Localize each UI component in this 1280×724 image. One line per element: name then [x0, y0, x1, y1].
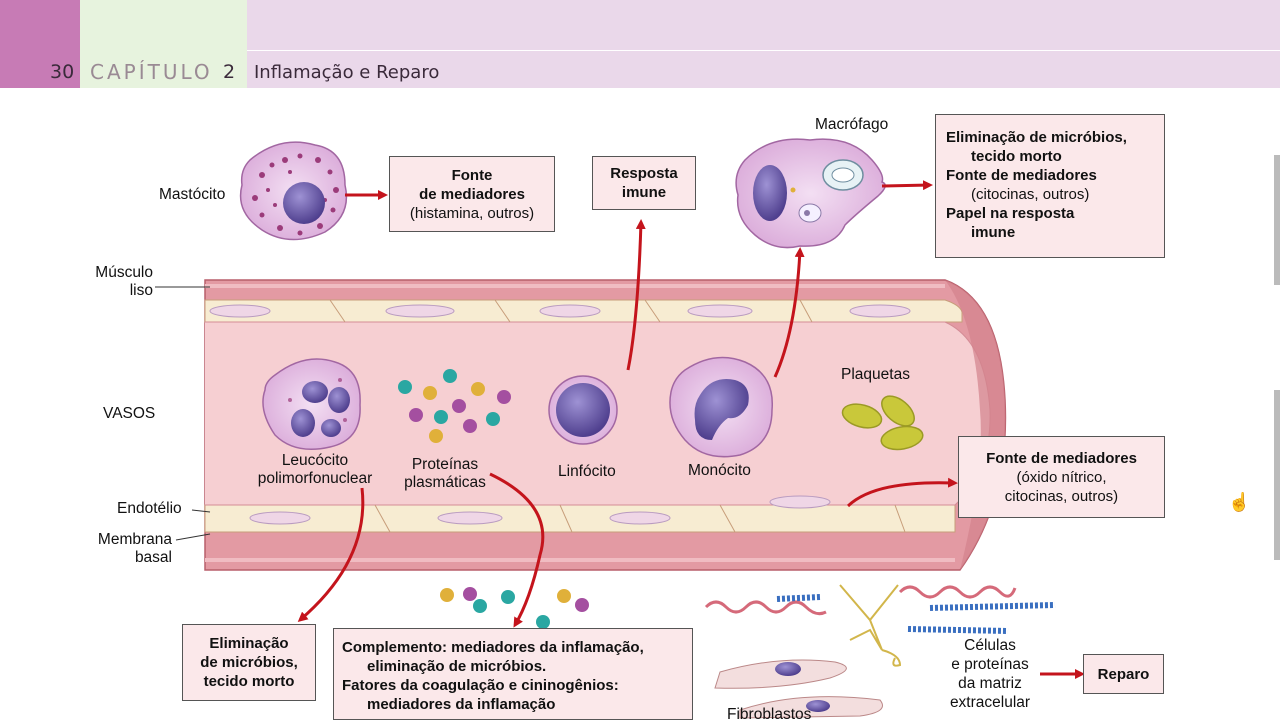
box-macrofago-line6: imune [971, 224, 1016, 241]
box-complemento-line1: Complemento: mediadores da inflamação, [342, 638, 692, 657]
plasma-proteins-graphic [398, 369, 511, 443]
page-header: 30 CAPÍTULO 2 Inflamação e Reparo [0, 0, 1280, 88]
box-endotelio-line1: Fonte de mediadores [986, 450, 1137, 467]
label-proteinas-line1: Proteínas [411, 456, 479, 473]
label-monocito: Monócito [688, 462, 751, 479]
header-divider [247, 50, 1280, 51]
box-complemento: Complemento: mediadores da inflamação, e… [333, 628, 693, 720]
box-endotelio-line2: (óxido nítrico, [1016, 469, 1107, 486]
box-resposta-imune: Resposta imune [592, 156, 696, 210]
chapter-title: Inflamação e Reparo [254, 62, 440, 83]
box-mastocito-line1: Fonte [451, 167, 493, 184]
box-eliminacao-line1: Eliminação [209, 635, 289, 652]
mast-cell-graphic [239, 141, 348, 241]
label-celulas-line4: extracelular [949, 694, 1031, 711]
label-mastocito: Mastócito [159, 186, 226, 203]
label-membrana-basal: Membrana basal [80, 531, 172, 567]
box-mastocito-mediadores: Fonte de mediadores (histamina, outros) [389, 156, 555, 232]
label-celulas-line1: Células [964, 637, 1016, 654]
box-reparo-line1: Reparo [1097, 666, 1150, 683]
chapter-word: CAPÍTULO [90, 60, 213, 84]
box-complemento-line4: mediadores da inflamação [367, 696, 556, 713]
label-plaquetas: Plaquetas [841, 366, 910, 383]
label-endotelio: Endotélio [117, 500, 182, 517]
box-endotelio-mediadores: Fonte de mediadores (óxido nítrico, cito… [958, 436, 1165, 518]
extravascular-proteins-graphic [440, 587, 589, 629]
hand-cursor-icon: ☝ [1228, 492, 1251, 512]
label-celulas-line3: da matriz [958, 675, 1022, 692]
box-complemento-line2: eliminação de micróbios. [367, 658, 547, 675]
box-complemento-term: Complemento [342, 639, 443, 656]
label-proteinas: Proteínas plasmáticas [390, 456, 500, 492]
monocyte-graphic [669, 356, 773, 458]
box-macrofago-line3: Fonte de mediadores [946, 167, 1097, 184]
box-resposta-line2: imune [621, 184, 667, 201]
box-macrofago-line4: (citocinas, outros) [971, 186, 1090, 203]
label-celulas-matriz: Células e proteínas da matriz extracelul… [935, 636, 1045, 712]
box-eliminacao-microbios: Eliminação de micróbios, tecido morto [182, 624, 316, 701]
box-macrofago-line5: Papel na resposta [946, 205, 1075, 222]
label-macrofago: Macrófago [815, 116, 889, 133]
leader-lines [155, 286, 211, 541]
label-musculo-line2: liso [129, 282, 153, 299]
box-reparo: Reparo [1083, 654, 1164, 694]
label-musculo-liso: Músculo liso [80, 264, 153, 300]
box-endotelio-line3: citocinas, outros) [1004, 488, 1119, 505]
label-fibroblastos: Fibroblastos [727, 706, 812, 723]
label-vasos: VASOS [103, 405, 156, 422]
lymphocyte-graphic [548, 375, 618, 445]
scrollbar-track-mark[interactable] [1274, 390, 1280, 560]
label-leucocito-line1: Leucócito [281, 452, 349, 469]
fibroblasts-graphic [704, 584, 1056, 719]
box-eliminacao-line3: tecido morto [203, 673, 295, 690]
label-leucocito: Leucócito polimorfonuclear [245, 452, 385, 488]
red-arrows [297, 180, 1085, 679]
macrophage-graphic [735, 138, 886, 249]
label-linfocito: Linfócito [558, 463, 616, 480]
label-proteinas-line2: plasmáticas [404, 474, 486, 491]
box-complemento-line3: Fatores da coagulação e cininogênios: [342, 677, 619, 694]
box-eliminacao-line2: de micróbios, [200, 654, 298, 671]
box-resposta-line1: Resposta [610, 165, 678, 182]
label-celulas-line2: e proteínas [951, 656, 1029, 673]
label-membrana-line2: basal [134, 549, 172, 566]
chapter-number: 2 [223, 61, 236, 83]
neutrophil-graphic [262, 358, 361, 450]
box-macrofago-funcoes: Eliminação de micróbios, tecido morto Fo… [935, 114, 1165, 258]
scrollbar-thumb[interactable] [1274, 155, 1280, 285]
box-mastocito-line2: de mediadores [419, 186, 525, 203]
box-mastocito-line3: (histamina, outros) [409, 205, 535, 222]
platelets-graphic [841, 395, 924, 451]
page-number: 30 [50, 61, 75, 83]
label-leucocito-line2: polimorfonuclear [257, 470, 373, 487]
label-membrana-line1: Membrana [97, 531, 172, 548]
box-complemento-desc: : mediadores da inflamação, [442, 639, 644, 656]
header-band [247, 0, 1280, 88]
box-macrofago-line2: tecido morto [971, 148, 1062, 165]
label-musculo-line1: Músculo [95, 264, 153, 281]
header-accent-mid [80, 0, 247, 88]
header-accent-left [0, 0, 80, 88]
box-macrofago-line1: Eliminação de micróbios, [946, 129, 1127, 146]
